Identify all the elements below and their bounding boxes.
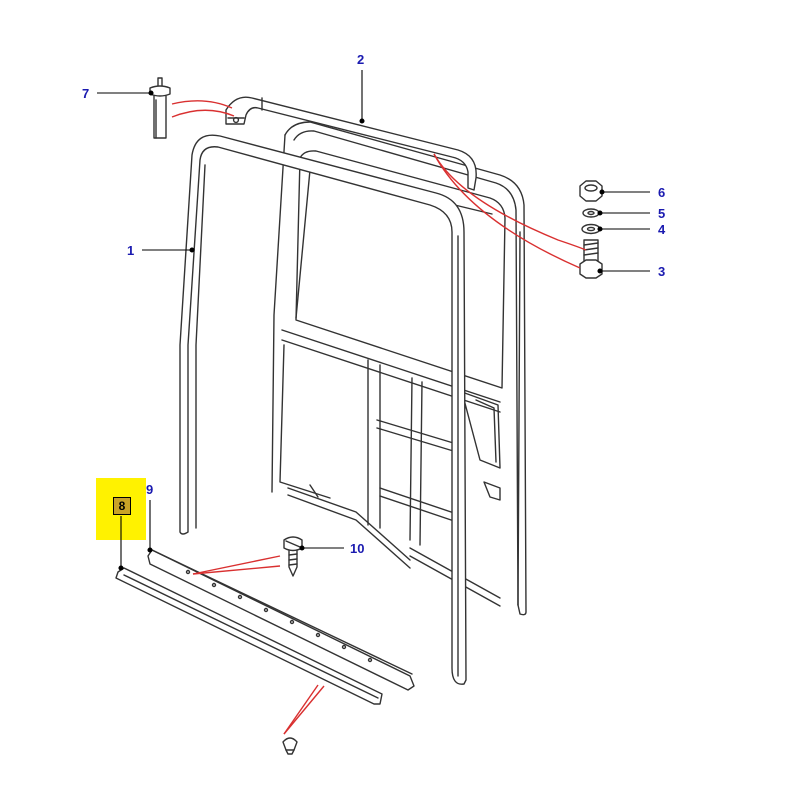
callout-3[interactable]: 3 bbox=[658, 264, 665, 279]
callout-8-badge[interactable]: 8 bbox=[113, 497, 131, 515]
nut-part-6 bbox=[579, 180, 603, 202]
callout-5[interactable]: 5 bbox=[658, 206, 665, 221]
callout-7[interactable]: 7 bbox=[82, 86, 89, 101]
callout-leaders bbox=[97, 70, 650, 571]
callout-1[interactable]: 1 bbox=[127, 243, 134, 258]
callout-9[interactable]: 9 bbox=[146, 482, 153, 497]
bolt-part-3 bbox=[579, 239, 603, 279]
callout-6[interactable]: 6 bbox=[658, 185, 665, 200]
screw-part-10 bbox=[283, 536, 303, 577]
callout-numbers: 1 2 3 4 5 6 7 9 10 bbox=[82, 52, 666, 556]
callout-2[interactable]: 2 bbox=[357, 52, 364, 67]
washer-part-4 bbox=[581, 223, 601, 235]
seal-part-1 bbox=[179, 134, 467, 685]
spring-washer-part-5 bbox=[582, 208, 600, 218]
red-leader-lines bbox=[171, 100, 587, 735]
rivet-part-7 bbox=[149, 77, 171, 139]
strip-part-9 bbox=[147, 549, 415, 691]
rail-part-2 bbox=[225, 96, 477, 191]
clip-fastener bbox=[282, 737, 298, 755]
strip-part-8 bbox=[115, 567, 383, 705]
callout-10[interactable]: 10 bbox=[350, 541, 364, 556]
callout-8: 8 bbox=[118, 499, 126, 513]
callout-4[interactable]: 4 bbox=[658, 222, 666, 237]
